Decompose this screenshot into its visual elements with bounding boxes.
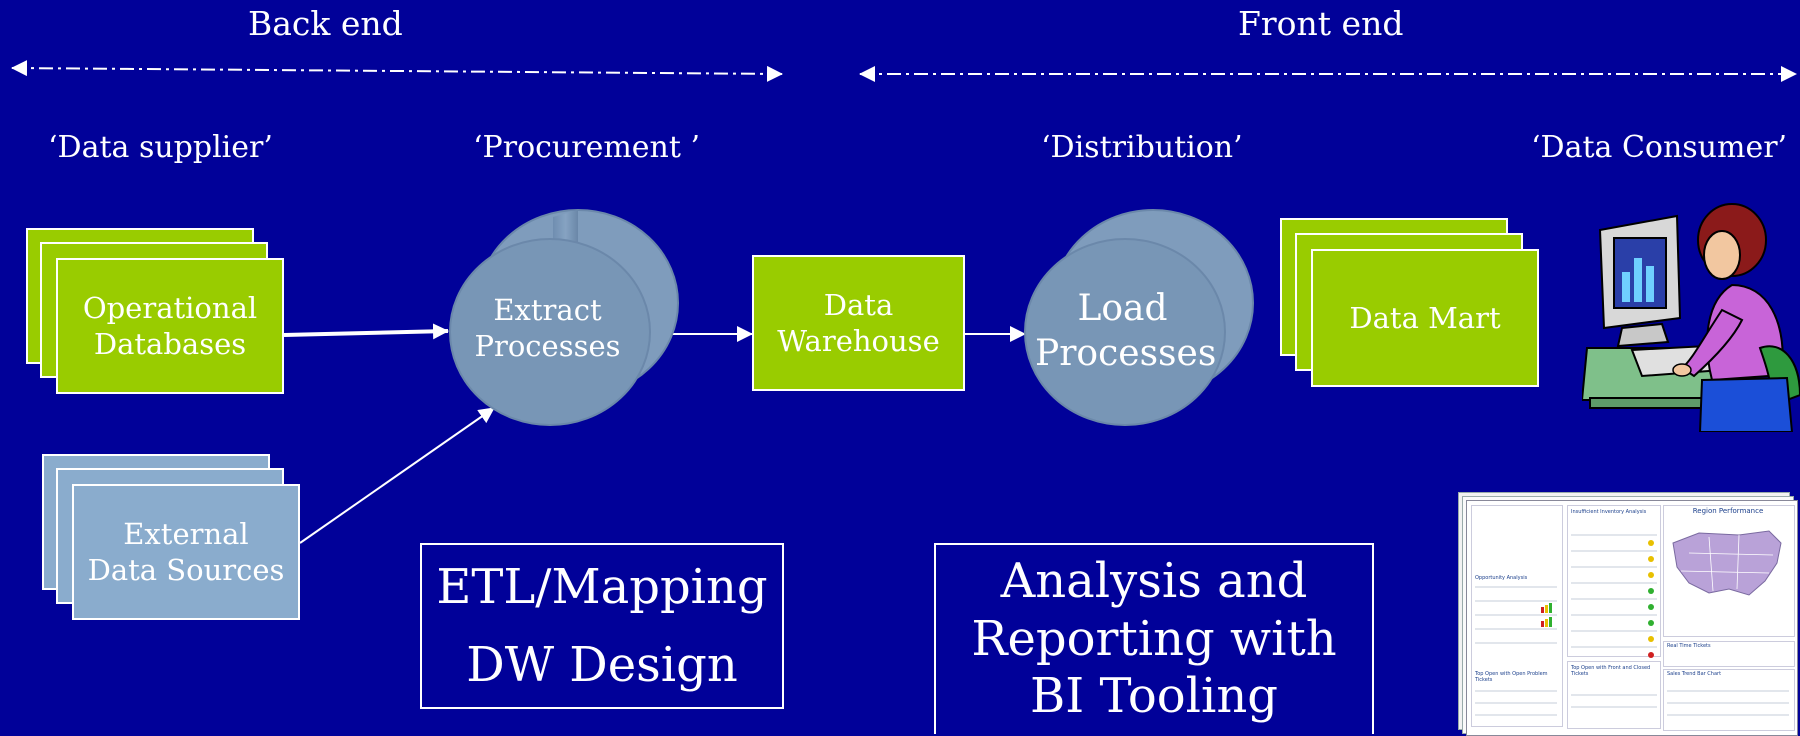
arrow-external-to-extract bbox=[299, 407, 495, 544]
load-processes-cylinder bbox=[1024, 209, 1254, 426]
role-distribution: ‘Distribution’ bbox=[1041, 130, 1243, 165]
datamart-label: Data Mart bbox=[1349, 300, 1501, 335]
opdb-label-line2: Databases bbox=[93, 327, 247, 361]
role-procurement: ‘Procurement ’ bbox=[473, 130, 700, 165]
etl-caption-line2: DW Design bbox=[466, 637, 738, 693]
extract-label-line2: Processes bbox=[474, 329, 621, 364]
us-map-icon bbox=[1672, 530, 1782, 596]
external-data-sources-node: External Data Sources bbox=[72, 484, 300, 620]
front-end-header: Front end bbox=[1238, 4, 1404, 43]
thumb-title-left: Insufficient Inventory Analysis bbox=[1571, 509, 1647, 515]
data-mart-node: Data Mart bbox=[1311, 249, 1539, 387]
role-data-consumer: ‘Data Consumer’ bbox=[1531, 130, 1788, 165]
thumb-title-right: Region Performance bbox=[1692, 507, 1764, 515]
back-end-header: Back end bbox=[248, 4, 403, 43]
etl-caption-line1: ETL/Mapping bbox=[436, 558, 768, 615]
etl-caption-box: ETL/Mapping DW Design bbox=[420, 543, 784, 709]
analysis-caption-line2: Reporting with bbox=[971, 610, 1337, 667]
load-label-line1: Load bbox=[1077, 288, 1168, 329]
analysis-caption-box: Analysis and Reporting with BI Tooling bbox=[934, 543, 1374, 734]
person-at-computer-icon bbox=[1582, 203, 1800, 432]
thumb-panel-e: Sales Trend Bar Chart bbox=[1667, 671, 1722, 677]
warehouse-label-line2: Warehouse bbox=[777, 324, 940, 358]
opdb-label-line1: Operational bbox=[82, 290, 258, 325]
thumb-panel-a: Opportunity Analysis bbox=[1475, 575, 1528, 581]
extract-processes-cylinder bbox=[449, 209, 679, 426]
load-label-line2: Processes bbox=[1035, 333, 1217, 374]
extract-label: Extract Processes bbox=[465, 292, 630, 365]
analysis-caption-line3: BI Tooling bbox=[1030, 668, 1278, 725]
external-label-line2: Data Sources bbox=[87, 553, 285, 587]
external-label-line1: External bbox=[123, 516, 249, 551]
thumb-panel-d: Real Time Tickets bbox=[1667, 643, 1711, 649]
report-dashboard-icon: Opportunity Analysis Top Open with Open … bbox=[1458, 492, 1798, 736]
warehouse-label-line1: Data bbox=[823, 287, 894, 322]
thumb-panel-c: Top Open with Front and Closed Tickets bbox=[1571, 665, 1651, 677]
arrow-opdb-to-extract bbox=[283, 323, 449, 340]
thumb-panel-b: Top Open with Open Problem Tickets bbox=[1475, 671, 1548, 683]
thumb-table-lines bbox=[1475, 534, 1789, 716]
operational-databases-node: Operational Databases bbox=[56, 258, 284, 394]
load-label: Load Processes bbox=[1035, 286, 1217, 376]
back-end-span-arrow bbox=[11, 60, 783, 82]
role-data-supplier: ‘Data supplier’ bbox=[48, 130, 273, 165]
analysis-caption-line1: Analysis and bbox=[1000, 553, 1308, 610]
data-warehouse-node: Data Warehouse bbox=[752, 255, 965, 391]
extract-label-line1: Extract bbox=[493, 293, 602, 327]
